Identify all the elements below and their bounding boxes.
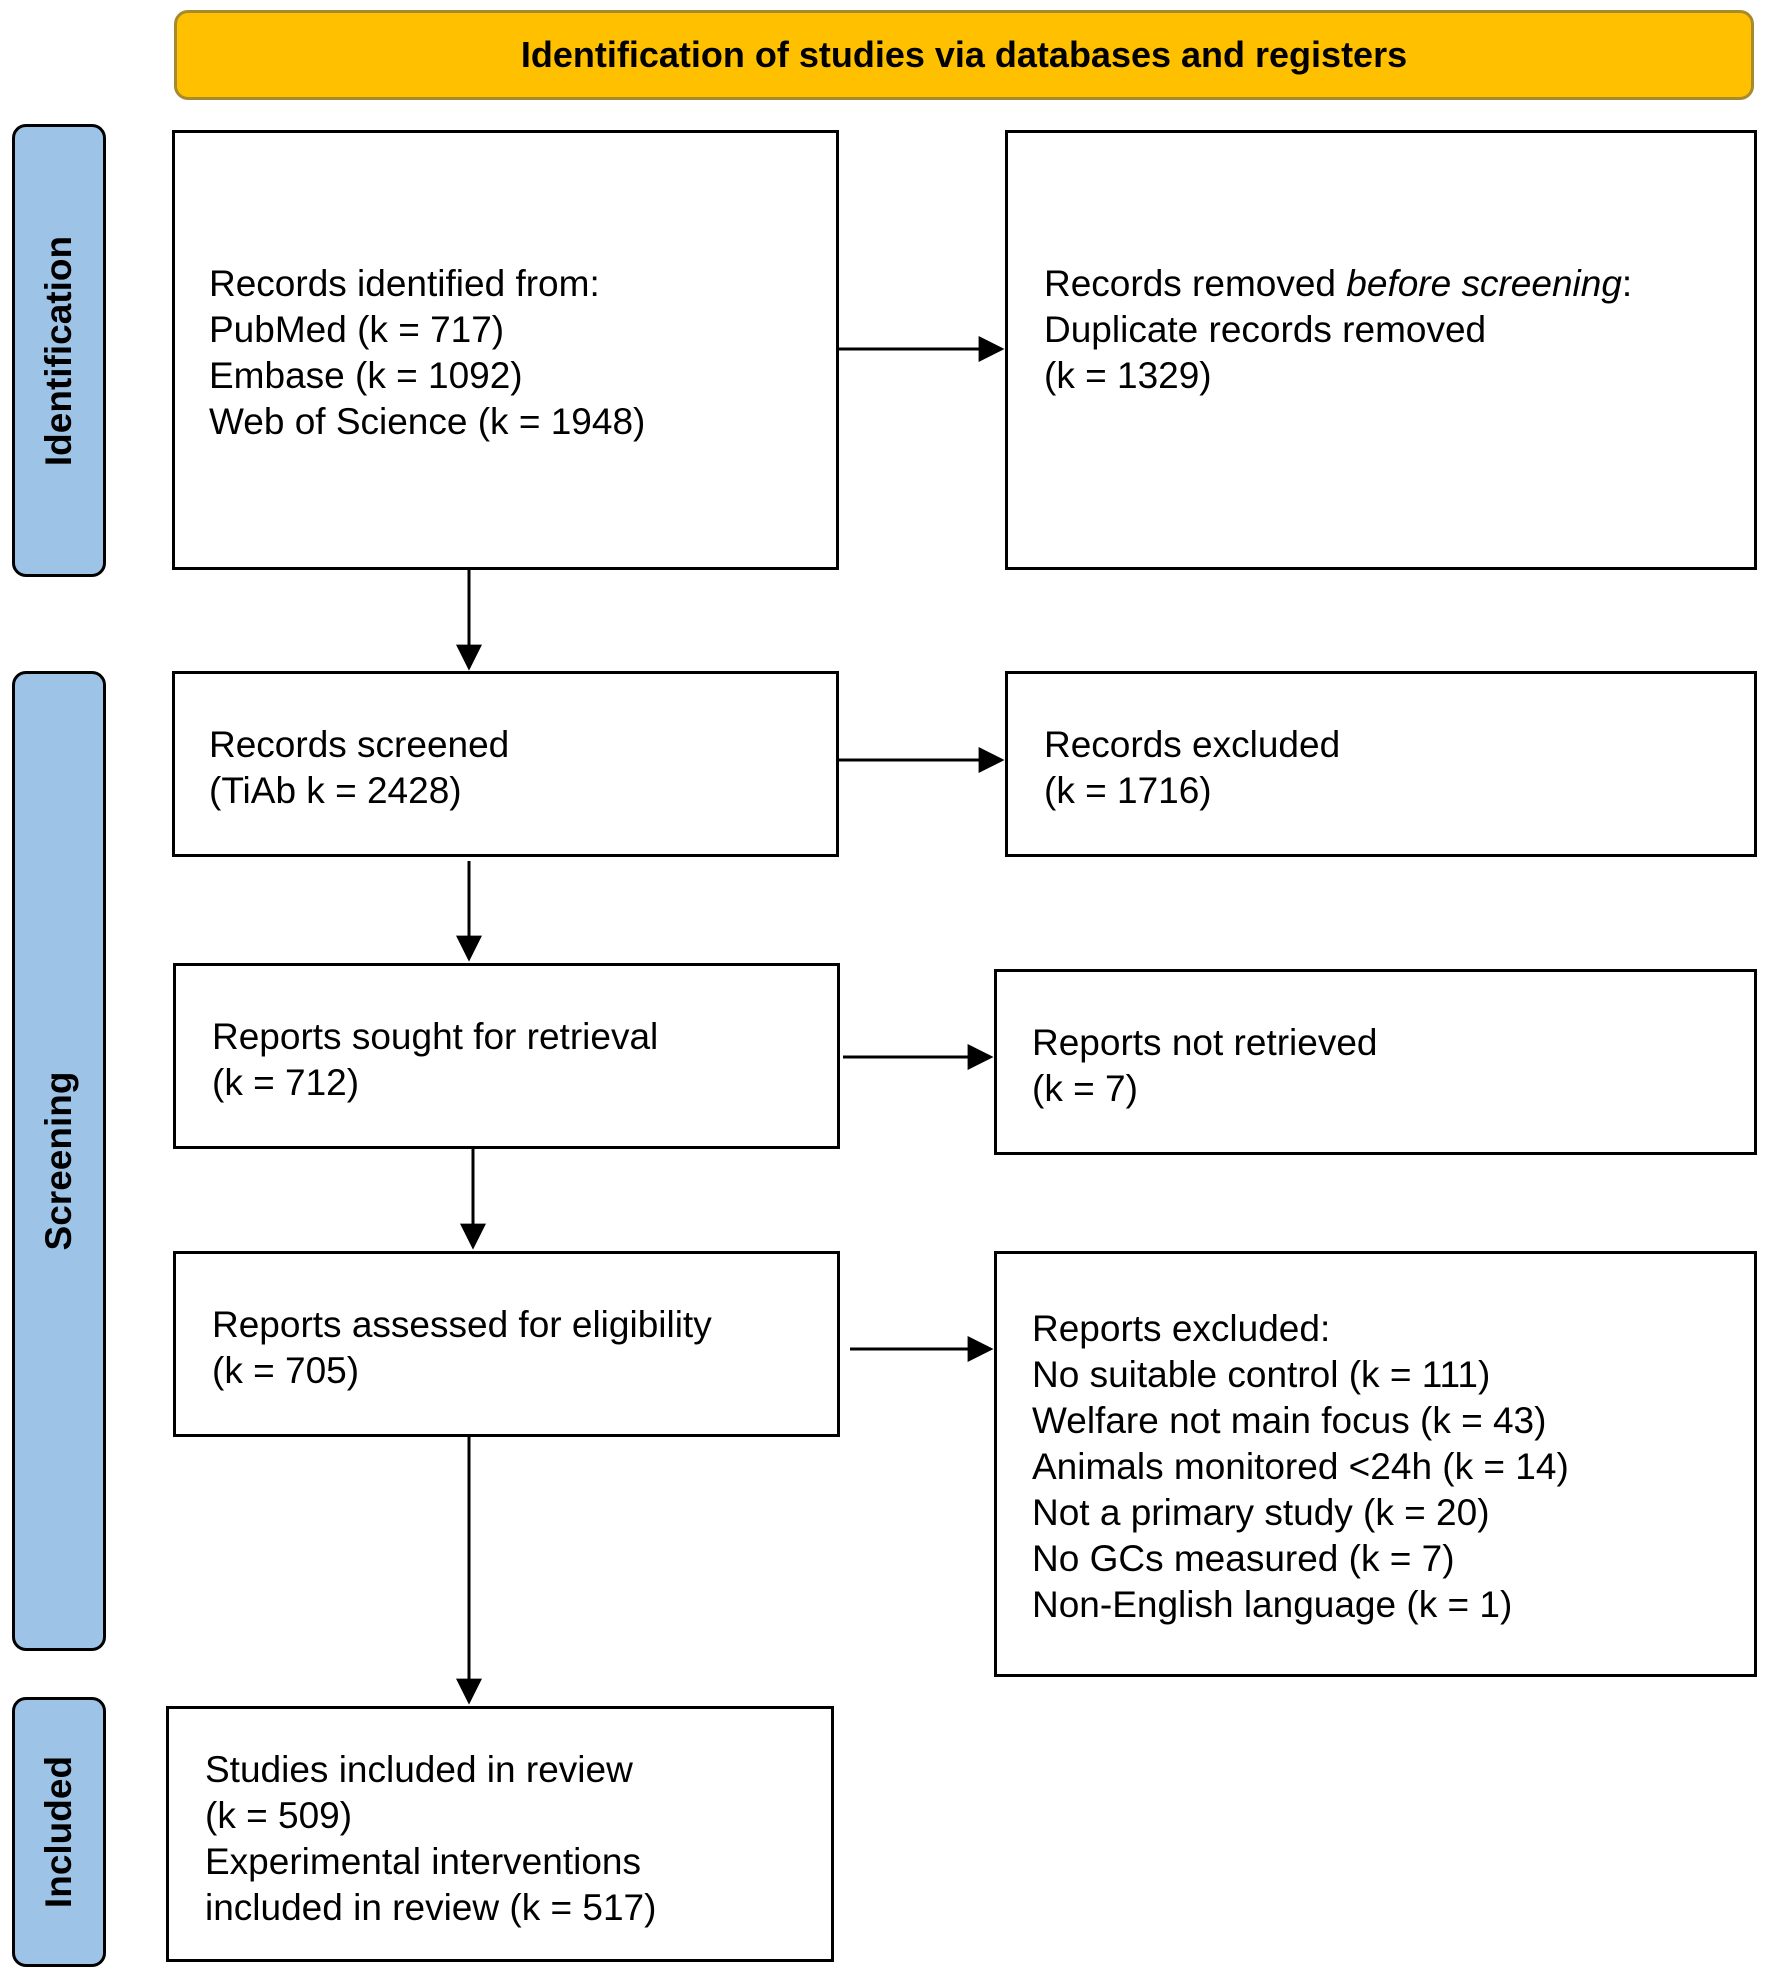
box-line: Not a primary study (k = 20): [1032, 1492, 1490, 1533]
records-identified-box: Records identified from: PubMed (k = 717…: [172, 130, 839, 570]
reports-excluded-box: Reports excluded: No suitable control (k…: [994, 1251, 1757, 1677]
box-line: No suitable control (k = 111): [1032, 1354, 1491, 1395]
removed-suffix: :: [1621, 263, 1633, 304]
box-line: Records screened: [209, 724, 510, 765]
box-line: Reports sought for retrieval: [212, 1016, 659, 1057]
box-line: Embase (k = 1092): [209, 355, 523, 396]
records-removed-box: Records removed before screening: Duplic…: [1005, 130, 1757, 570]
box-line: (k = 7): [1032, 1068, 1138, 1109]
phase-label-included: Included: [12, 1697, 106, 1967]
header-banner: Identification of studies via databases …: [174, 10, 1754, 100]
removed-italic: before screening: [1346, 263, 1622, 304]
header-title: Identification of studies via databases …: [520, 34, 1408, 75]
box-line: Records excluded: [1044, 724, 1341, 765]
box-line: included in review (k = 517): [205, 1887, 657, 1928]
removed-prefix: Records removed: [1044, 263, 1347, 304]
box-line: Studies included in review: [205, 1749, 633, 1790]
box-line: Animals monitored <24h (k = 14): [1032, 1446, 1569, 1487]
box-line: Web of Science (k = 1948): [209, 401, 646, 442]
box-line: Records removed before screening:: [1044, 261, 1754, 307]
box-line: Non-English language (k = 1): [1032, 1584, 1513, 1625]
box-line: (TiAb k = 2428): [209, 770, 462, 811]
box-line: (k = 705): [212, 1350, 360, 1391]
box-line: No GCs measured (k = 7): [1032, 1538, 1455, 1579]
box-line: (k = 509): [205, 1795, 353, 1836]
box-line: Reports not retrieved: [1032, 1022, 1378, 1063]
phase-label-identification: Identification: [12, 124, 106, 577]
box-line: (k = 712): [212, 1062, 360, 1103]
box-line: Records identified from:: [209, 263, 600, 304]
records-screened-box: Records screened (TiAb k = 2428): [172, 671, 839, 857]
box-line: Reports assessed for eligibility: [212, 1304, 712, 1345]
reports-sought-box: Reports sought for retrieval (k = 712): [173, 963, 840, 1149]
box-line: Reports excluded:: [1032, 1308, 1331, 1349]
box-line: Duplicate records removed: [1044, 309, 1487, 350]
records-excluded-box: Records excluded (k = 1716): [1005, 671, 1757, 857]
box-line: (k = 1329): [1044, 355, 1212, 396]
box-line: Welfare not main focus (k = 43): [1032, 1400, 1547, 1441]
reports-assessed-box: Reports assessed for eligibility (k = 70…: [173, 1251, 840, 1437]
reports-not-retrieved-box: Reports not retrieved (k = 7): [994, 969, 1757, 1155]
phase-label-screening: Screening: [12, 671, 106, 1651]
box-line: PubMed (k = 717): [209, 309, 505, 350]
box-line: Experimental interventions: [205, 1841, 641, 1882]
box-line: (k = 1716): [1044, 770, 1212, 811]
studies-included-box: Studies included in review (k = 509) Exp…: [166, 1706, 834, 1962]
